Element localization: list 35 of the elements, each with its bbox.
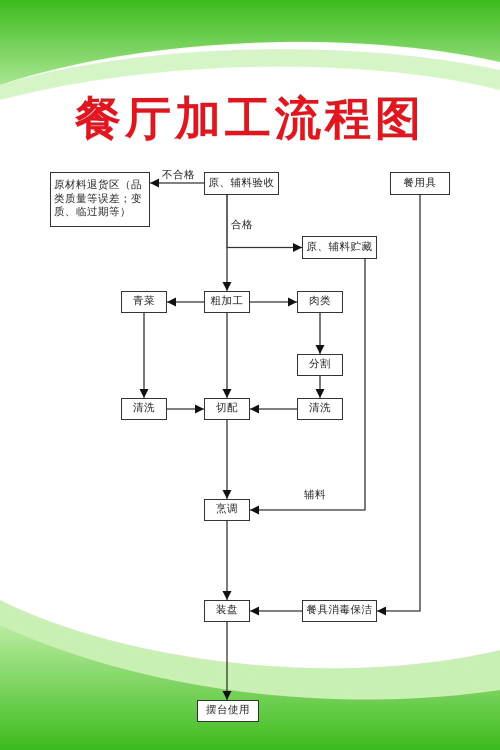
arrow <box>167 298 204 306</box>
process-box: 烹调 <box>204 499 250 521</box>
edge-label: 辅料 <box>303 488 327 502</box>
arrow <box>167 404 204 414</box>
process-box: 肉类 <box>297 291 343 313</box>
process-box: 餐具消毒保洁 <box>302 600 377 622</box>
arrow <box>222 622 232 700</box>
process-box: 原、辅料贮藏 <box>302 236 377 259</box>
process-box: 粗加工 <box>204 291 250 313</box>
arrow <box>377 195 421 616</box>
process-box: 摆台使用 <box>197 700 259 722</box>
arrow <box>316 376 324 398</box>
process-box: 装盘 <box>204 600 250 622</box>
arrow <box>150 178 204 188</box>
arrow <box>222 420 232 499</box>
arrow <box>250 259 366 514</box>
process-box: 原、辅料验收 <box>204 172 279 195</box>
edge-label: 合格 <box>230 218 254 232</box>
edge-label: 不合格 <box>161 168 196 182</box>
arrow <box>226 195 302 252</box>
process-box: 清洗 <box>121 398 167 420</box>
process-box: 清洗 <box>297 398 343 420</box>
title: 餐厅加工流程图 <box>74 92 426 146</box>
process-box: 切配 <box>204 398 250 420</box>
process-box: 青菜 <box>121 291 167 313</box>
arrow <box>222 521 232 600</box>
arrow <box>250 404 297 414</box>
arrow <box>222 313 232 398</box>
process-box: 分割 <box>297 354 343 376</box>
arrow <box>250 606 302 616</box>
arrow <box>140 313 148 398</box>
arrow <box>250 298 297 306</box>
process-box: 餐用具 <box>390 172 450 195</box>
arrow <box>316 313 324 354</box>
process-box: 原材料退货区（品类质量等误差；变质、临过期等） <box>50 172 150 227</box>
